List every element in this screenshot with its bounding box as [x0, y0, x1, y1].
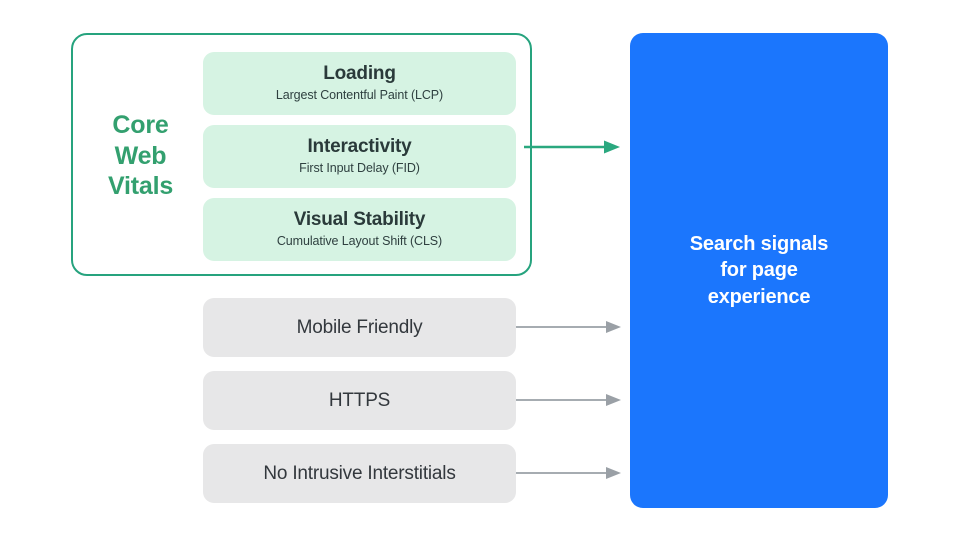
- metric-title: Visual Stability: [293, 209, 426, 231]
- arrow-core-web-vitals-to-destination: [524, 140, 620, 154]
- metric-card-interactivity: Interactivity First Input Delay (FID): [203, 125, 516, 188]
- destination-panel-title: Search signals for page experience: [689, 232, 829, 308]
- metric-title: Loading: [323, 63, 396, 85]
- core-web-vitals-label-line-2: Web: [114, 141, 167, 170]
- signal-card-no-intrusive-interstitials: No Intrusive Interstitials: [203, 444, 516, 503]
- metric-card-visual-stability: Visual Stability Cumulative Layout Shift…: [203, 198, 516, 261]
- arrow-mobile-friendly-to-destination: [516, 321, 621, 333]
- metric-card-loading: Loading Largest Contentful Paint (LCP): [203, 52, 516, 115]
- signal-card-mobile-friendly: Mobile Friendly: [203, 298, 516, 357]
- metric-subtitle: Largest Contentful Paint (LCP): [275, 88, 444, 103]
- metric-subtitle: Cumulative Layout Shift (CLS): [276, 234, 443, 249]
- arrow-https-to-destination: [516, 394, 621, 406]
- signal-label: HTTPS: [328, 389, 391, 411]
- signal-label: No Intrusive Interstitials: [263, 462, 456, 484]
- metric-title: Interactivity: [307, 136, 412, 158]
- core-web-vitals-label-line-1: Core: [112, 111, 169, 139]
- core-web-vitals-label-line-3: Vitals: [107, 172, 174, 200]
- core-web-vitals-group-label: Core Web Vitals: [88, 110, 193, 202]
- signal-label: Mobile Friendly: [296, 316, 423, 338]
- destination-panel-search-signals: Search signals for page experience: [630, 33, 888, 508]
- arrow-no-intrusive-interstitials-to-destination: [516, 467, 621, 479]
- metric-subtitle: First Input Delay (FID): [299, 161, 420, 176]
- signal-card-https: HTTPS: [203, 371, 516, 430]
